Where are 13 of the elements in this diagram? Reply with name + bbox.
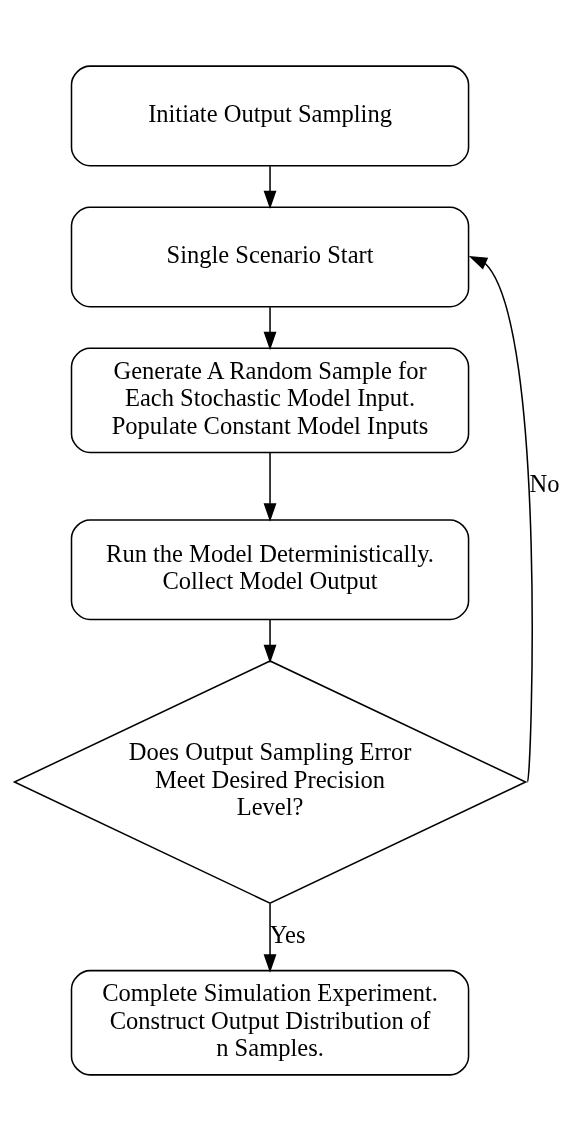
arrow: [263, 306, 277, 351]
node-diamond: Does Output Sampling Error Meet Desired Precision Level?: [12, 660, 528, 904]
node-box: Single Scenario Start: [70, 206, 470, 308]
node-box: Initiate Output Sampling: [70, 65, 470, 167]
arrow: [263, 165, 277, 210]
arrow: [263, 619, 277, 664]
node-box: Complete Simulation Experiment. Construct Output Distribution of n Samples.: [70, 969, 470, 1076]
arrow: [468, 256, 533, 783]
arrow: [263, 451, 277, 522]
node-box: Run the Model Deterministically. Collect Model Output: [70, 519, 470, 621]
edge-label: No: [529, 470, 560, 498]
arrow: [263, 903, 277, 973]
node-box: Generate A Random Sample for Each Stochastic Model Input. Populate Constant Model Inputs: [70, 347, 470, 454]
